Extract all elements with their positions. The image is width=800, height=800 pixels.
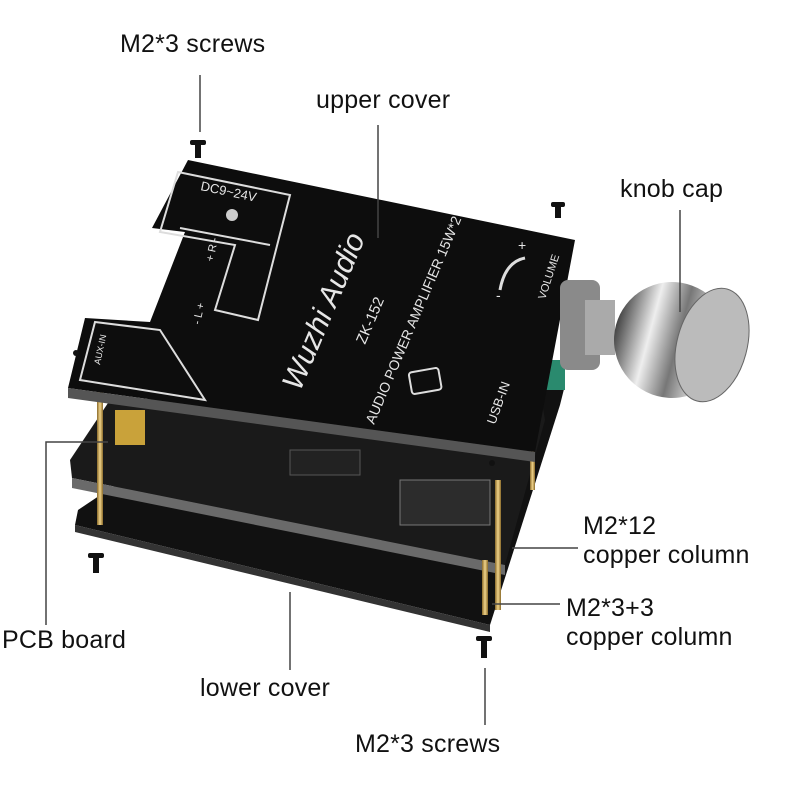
screw-icon <box>88 553 104 573</box>
right-channel-print: + R - <box>204 236 221 262</box>
dc-jack-icon <box>226 209 238 221</box>
screw-icon <box>551 202 565 218</box>
knob-cap <box>560 280 750 403</box>
copper-column <box>495 480 501 610</box>
phone-icon <box>407 367 443 395</box>
upper-cover-edge <box>68 388 535 462</box>
screw-icon <box>190 140 206 158</box>
left-channel-print: - L + <box>191 302 207 326</box>
pcb-component <box>115 410 145 445</box>
knob-face <box>674 287 750 403</box>
leader-line <box>45 441 108 625</box>
volume-arrow-icon <box>498 256 526 291</box>
lower-cover-edge <box>75 525 490 632</box>
bottom-screws-label: M2*3 screws <box>355 730 501 758</box>
leader-lines <box>45 75 681 725</box>
minus-print: - <box>496 287 501 303</box>
pcb-chip <box>289 449 361 476</box>
copper-column <box>482 560 488 615</box>
screw-icon <box>476 636 492 658</box>
m2-3-3-line2: copper column <box>566 622 733 651</box>
top-screws-label: M2*3 screws <box>120 30 266 58</box>
screws <box>73 140 565 658</box>
upper-cover <box>68 160 575 452</box>
m2-3-3-line1: M2*3+3 <box>566 594 655 622</box>
knob-cap-label: knob cap <box>620 175 724 203</box>
plus-print: + <box>518 237 526 253</box>
pcb-board-label: PCB board <box>2 626 127 654</box>
screw-hole <box>73 350 79 356</box>
lower-cover-label: lower cover <box>200 674 331 702</box>
m2-12-line1: M2*12 <box>583 512 657 540</box>
board-print-outlines <box>78 170 292 402</box>
usb-port <box>399 479 491 526</box>
screw-hole <box>489 460 495 466</box>
upper-cover-label: upper cover <box>316 86 451 114</box>
knob-shaft <box>585 300 615 355</box>
pcb-board-edge <box>72 478 505 575</box>
copper-column <box>97 390 103 525</box>
m2-12-line2: copper column <box>583 540 750 569</box>
